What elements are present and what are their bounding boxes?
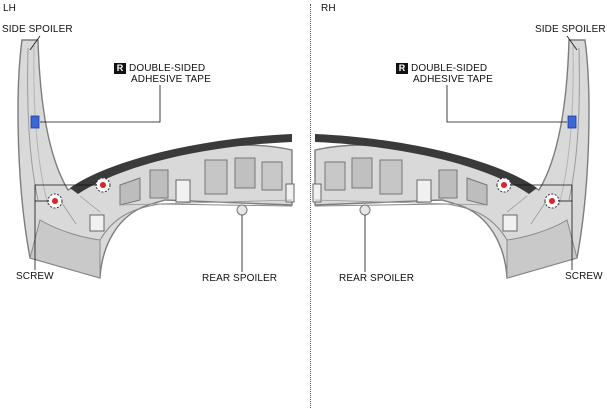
lh-tape-line2: ADHESIVE TAPE [131,74,211,85]
rh-tape-badge: R [396,63,408,74]
rh-side-label: RH [321,3,336,14]
rh-side-spoiler-label: SIDE SPOILER [535,24,606,35]
panel-divider [310,4,311,408]
lh-side-label: LH [3,3,16,14]
rh-rear-spoiler-label: REAR SPOILER [339,273,415,284]
lh-tape-badge: R [114,63,126,74]
lh-side-spoiler-label: SIDE SPOILER [2,24,73,35]
lh-rear-spoiler-label: REAR SPOILER [202,273,278,284]
rh-tape-line2: ADHESIVE TAPE [413,74,493,85]
lh-tape-line1: DOUBLE-SIDED [129,63,206,74]
rh-spoiler-assembly [312,35,590,279]
rh-screw-label: SCREW [565,271,603,282]
rh-tape-line1: DOUBLE-SIDED [411,63,488,74]
lh-screw-label: SCREW [16,271,54,282]
lh-tape-marker [30,115,40,129]
lh-spoiler-assembly [17,35,295,279]
